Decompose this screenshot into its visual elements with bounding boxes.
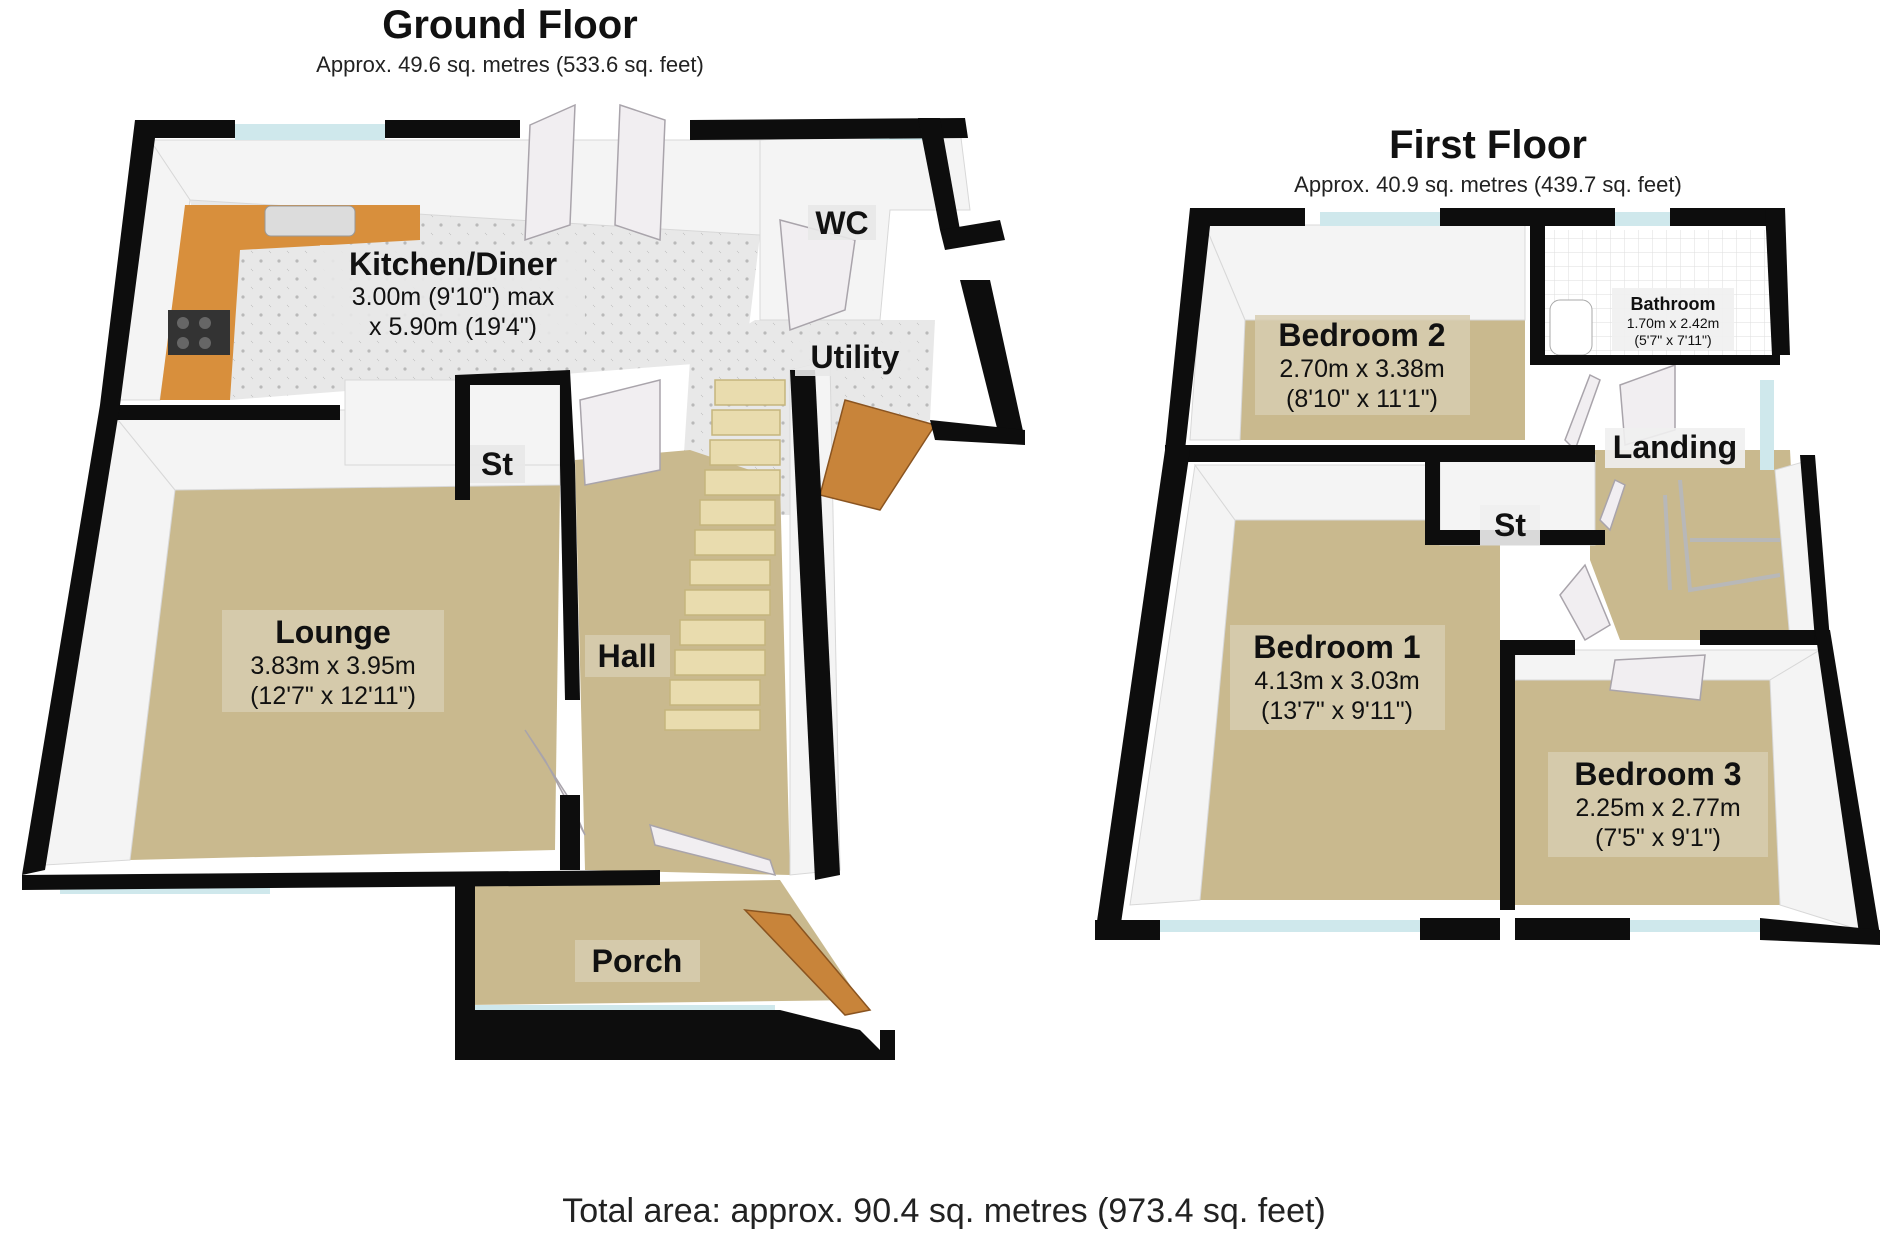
kitchen-dim-1: 3.00m (9'10") max bbox=[352, 283, 555, 311]
kitchen-hall-door bbox=[579, 379, 661, 486]
bedroom1-window bbox=[1160, 920, 1420, 932]
bedroom2-dim-2: (8'10" x 11'1") bbox=[1286, 385, 1438, 413]
kitchen-window bbox=[235, 124, 385, 140]
ground-floor-area: Approx. 49.6 sq. metres (533.6 sq. feet) bbox=[316, 52, 704, 77]
bedroom1-label-bg bbox=[1230, 625, 1445, 730]
bedroom3-name: Bedroom 3 bbox=[1574, 756, 1741, 792]
bedroom1-dim-2: (13'7" x 9'11") bbox=[1261, 697, 1413, 725]
bathroom-window bbox=[1615, 212, 1670, 226]
bedroom2-dim-1: 2.70m x 3.38m bbox=[1279, 355, 1444, 383]
first-store-label-bg bbox=[1480, 505, 1540, 545]
hall-label-bg bbox=[585, 635, 670, 677]
lounge-name: Lounge bbox=[275, 614, 391, 650]
landing-window bbox=[1760, 380, 1774, 470]
bedroom3-door bbox=[1609, 654, 1706, 701]
bedroom1-name: Bedroom 1 bbox=[1253, 629, 1420, 665]
bedroom2-door bbox=[1564, 373, 1601, 452]
first-floor-title: First Floor bbox=[1389, 123, 1587, 167]
bedroom1-dim-1: 4.13m x 3.03m bbox=[1254, 667, 1419, 695]
landing-name: Landing bbox=[1613, 429, 1737, 465]
porch-label-bg bbox=[575, 940, 700, 982]
bathroom-dim-1: 1.70m x 2.42m bbox=[1627, 315, 1720, 331]
kitchen-label-bg bbox=[320, 245, 585, 340]
lounge-dim-2: (12'7" x 12'11") bbox=[250, 682, 416, 710]
kitchen-name: Kitchen/Diner bbox=[349, 246, 557, 282]
ground-store-label-bg bbox=[470, 445, 525, 483]
bedroom3-window bbox=[1630, 920, 1760, 932]
landing-banister bbox=[1663, 479, 1781, 593]
bedroom1-back-wall bbox=[1194, 464, 1431, 521]
kitchen-dim-2: x 5.90m (19'4") bbox=[369, 313, 537, 341]
utility-name: Utility bbox=[811, 339, 900, 375]
landing-floor bbox=[1590, 450, 1800, 640]
ground-store-name: St bbox=[481, 446, 513, 482]
ground-walls bbox=[22, 118, 1025, 1060]
ground-floor-plan: Ground Floor Approx. 49.6 sq. metres (53… bbox=[22, 3, 1025, 1060]
first-floor-area: Approx. 40.9 sq. metres (439.7 sq. feet) bbox=[1294, 172, 1682, 197]
sink bbox=[264, 205, 356, 237]
store-walls bbox=[344, 379, 561, 466]
hob bbox=[168, 310, 230, 355]
porch-name: Porch bbox=[592, 943, 683, 979]
hall-name: Hall bbox=[598, 638, 657, 674]
bedroom2-label-bg bbox=[1255, 315, 1470, 415]
total-area: Total area: approx. 90.4 sq. metres (973… bbox=[562, 1192, 1326, 1230]
bedroom2-window bbox=[1320, 212, 1440, 226]
bedroom3-dim-2: (7'5" x 9'1") bbox=[1595, 824, 1721, 852]
first-store-name: St bbox=[1494, 507, 1526, 543]
utility-label-bg bbox=[795, 338, 915, 376]
utility-back-door bbox=[819, 399, 937, 511]
front-door bbox=[743, 909, 872, 1016]
wc-label-bg bbox=[808, 205, 876, 240]
french-door-left bbox=[524, 103, 576, 242]
french-door-right bbox=[614, 103, 666, 242]
bedroom2-back-wall bbox=[1204, 224, 1526, 321]
bathroom-dim-2: (5'7" x 7'11") bbox=[1634, 332, 1711, 348]
lounge-dim-1: 3.83m x 3.95m bbox=[250, 652, 415, 680]
bedroom3-label-bg bbox=[1548, 752, 1768, 857]
bedroom3-dim-1: 2.25m x 2.77m bbox=[1575, 794, 1740, 822]
landing-label-bg bbox=[1605, 428, 1745, 468]
lounge-hall-door bbox=[524, 729, 586, 836]
bedroom1-door bbox=[1559, 563, 1611, 642]
bathroom-label-bg bbox=[1612, 288, 1734, 350]
ground-floor-title: Ground Floor bbox=[382, 3, 638, 47]
hall-porch-door bbox=[648, 823, 777, 877]
staircase bbox=[664, 379, 786, 731]
bath bbox=[1549, 299, 1593, 356]
first-floor-plan: First Floor Approx. 40.9 sq. metres (439… bbox=[1095, 123, 1880, 945]
wc-name: WC bbox=[815, 205, 868, 241]
lounge-label-bg bbox=[222, 610, 444, 712]
store-door bbox=[1599, 478, 1626, 532]
bedroom2-name: Bedroom 2 bbox=[1278, 317, 1445, 353]
bathroom-name: Bathroom bbox=[1631, 294, 1716, 314]
